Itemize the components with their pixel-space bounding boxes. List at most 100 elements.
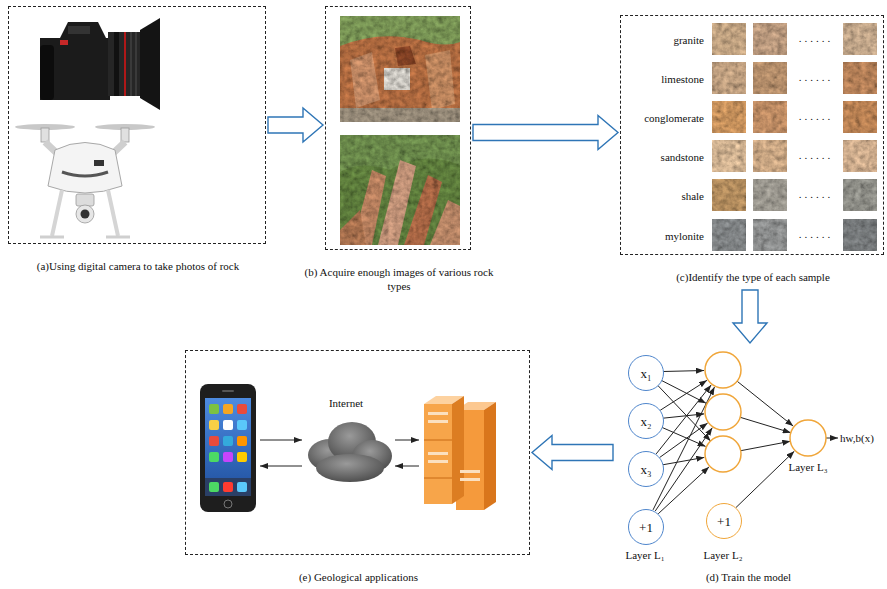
- camera-illustration: [135, 32, 137, 96]
- rock-outcrop-photo: [340, 16, 460, 122]
- server-illustration: [428, 460, 448, 463]
- ellipsis-mark: ......: [798, 70, 834, 84]
- flow-arrow: [733, 290, 767, 343]
- network-connection: [662, 427, 706, 446]
- output-label: hw,b(x): [840, 431, 884, 445]
- rock-thumbnail: [712, 23, 877, 251]
- phone-illustration: [205, 478, 251, 496]
- network-connection: [663, 371, 704, 372]
- hidden-neuron: [705, 436, 741, 472]
- panel-box: (a)Using digital camera to take photos o…: [8, 6, 266, 244]
- rock-name: limestone: [621, 72, 704, 86]
- camera-illustration: [40, 22, 110, 100]
- network-connection: [736, 451, 794, 507]
- ellipsis-mark: ......: [798, 109, 834, 123]
- phone-illustration: [209, 404, 219, 414]
- cloud-illustration: [308, 422, 392, 482]
- drone-illustration: [108, 190, 118, 236]
- data-flow-arrow: [260, 466, 302, 467]
- rock-thumbnail: [712, 101, 746, 133]
- phone-illustration: [222, 390, 234, 392]
- panel-box: granitelimestoneconglomeratesandstonesha…: [620, 15, 884, 255]
- layer-label: Layer L₁: [615, 548, 675, 562]
- layer-label: Layer L₂: [693, 548, 753, 562]
- cloud-label: Internet: [311, 396, 381, 410]
- ellipsis-mark: ......: [798, 31, 834, 45]
- network-connection: [740, 417, 791, 432]
- rock-thumbnail: [753, 219, 787, 251]
- panel-caption: (c)Identify the type of each sample: [633, 270, 873, 284]
- rock-thumbnail: [753, 62, 787, 94]
- layer-label: Layer L₃: [778, 460, 838, 474]
- server-illustration: [428, 420, 448, 423]
- flow-arrow: [532, 436, 613, 470]
- phone-illustration: [223, 436, 233, 446]
- drone-illustration: [94, 160, 104, 166]
- neuron-label: x₃: [640, 462, 651, 477]
- phone-illustration: [237, 482, 247, 492]
- server-illustration: [424, 396, 496, 510]
- ellipsis-mark: ......: [798, 187, 834, 201]
- drone-illustration: [62, 172, 108, 176]
- network-connection: [660, 423, 708, 457]
- camera-illustration: [108, 32, 142, 96]
- input-neuron: x₁: [628, 355, 664, 391]
- rock-outcrop-photo: [340, 108, 460, 122]
- drone-illustration: [15, 124, 155, 237]
- camera-illustration: [124, 32, 126, 96]
- rock-outcrop-photo: [340, 210, 366, 245]
- network-connection: [660, 380, 707, 410]
- phone-illustration: [223, 452, 233, 462]
- rock-name: sandstone: [621, 150, 704, 164]
- camera-illustration: [130, 32, 132, 96]
- phone-illustration: [223, 404, 233, 414]
- camera-illustration: [40, 18, 160, 110]
- phone-illustration: [237, 436, 247, 446]
- rock-thumbnail: [712, 179, 746, 211]
- network-connection: [826, 438, 838, 439]
- drone-illustration: [76, 205, 94, 223]
- rock-thumbnail: [712, 62, 746, 94]
- rock-thumbnail: [753, 140, 787, 172]
- data-flow-arrow: [395, 466, 419, 467]
- server-illustration: [484, 402, 496, 510]
- phone-illustration: [237, 420, 247, 430]
- camera-illustration: [60, 40, 68, 45]
- server-illustration: [424, 478, 452, 479]
- phone-illustration: [237, 452, 247, 462]
- drone-illustration: [81, 210, 90, 219]
- rock-thumbnail: [843, 140, 877, 172]
- hidden-neuron: [705, 352, 826, 472]
- rock-outcrop-photo: [425, 50, 455, 110]
- panel-caption: (b) Acquire enough images of various roc…: [302, 265, 497, 293]
- network-connection: [741, 441, 791, 450]
- camera-illustration: [140, 18, 160, 110]
- server-illustration: [428, 412, 480, 481]
- rock-name: granite: [621, 33, 704, 47]
- phone-illustration: [223, 420, 233, 430]
- phone-illustration: [209, 452, 219, 462]
- phone-illustration: [237, 404, 247, 414]
- rock-outcrop-photo: [384, 68, 410, 90]
- drone-illustration: [76, 194, 94, 206]
- network-connection: [663, 457, 705, 464]
- network-connection: [658, 467, 709, 514]
- rock-thumbnail: [753, 23, 787, 55]
- drone-illustration: [52, 190, 62, 236]
- neuron-label: x₁: [640, 366, 651, 381]
- flow-arrow: [473, 116, 618, 150]
- phone-illustration: [209, 420, 219, 430]
- neuron-label: +1: [639, 520, 653, 535]
- rock-thumbnail: [843, 179, 877, 211]
- rock-thumbnail: [843, 23, 877, 55]
- server-illustration: [424, 404, 452, 504]
- rock-outcrop-photo: [340, 16, 460, 122]
- phone-illustration: [224, 500, 232, 508]
- cloud-illustration: [316, 454, 384, 482]
- phone-illustration: [200, 384, 256, 512]
- server-illustration: [428, 452, 448, 455]
- ellipsis-mark: ......: [798, 227, 834, 241]
- phone-illustration: [209, 482, 219, 492]
